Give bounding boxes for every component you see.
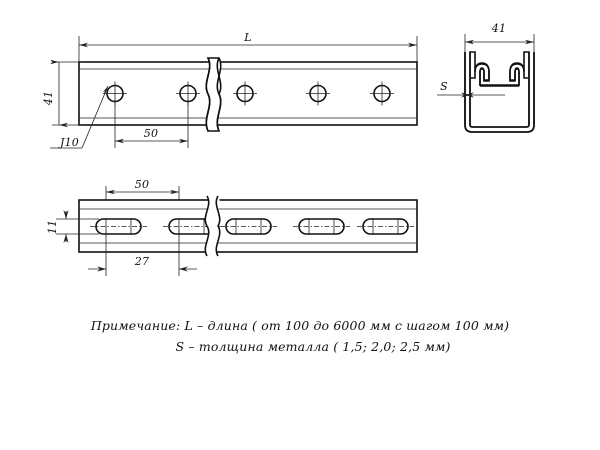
mounting-hole	[233, 81, 257, 106]
note-line-1: Примечание: L – длина ( от 100 до 6000 м…	[90, 318, 509, 333]
plan-view: 50	[46, 178, 418, 276]
hole-diameter-leader: Ј10	[50, 85, 109, 149]
cross-section-view: 41 S	[437, 22, 535, 133]
section-width-label: 41	[491, 22, 506, 35]
slotted-hole	[293, 218, 350, 235]
length-dimension: L	[79, 31, 417, 48]
mounting-hole	[306, 81, 330, 106]
hole-pitch-dimension: 50	[114, 100, 189, 148]
mounting-hole	[103, 81, 127, 106]
notes-block: Примечание: L – длина ( от 100 до 6000 м…	[90, 318, 509, 354]
slot-width-label: 11	[46, 220, 59, 234]
mounting-hole	[370, 81, 394, 106]
front-elevation-view: L	[42, 31, 418, 149]
hole-pitch-label: 50	[144, 127, 158, 140]
length-extension-lines	[78, 36, 418, 66]
height-dimension: 41	[42, 59, 84, 128]
hole-diameter-label: Ј10	[58, 136, 79, 149]
slotted-hole	[163, 218, 220, 235]
height-dimension-label: 41	[42, 91, 55, 106]
note-line-2: S – толщина металла ( 1,5; 2,0; 2,5 мм)	[175, 339, 450, 354]
break-line	[204, 195, 221, 257]
slotted-hole	[90, 218, 147, 235]
break-line	[205, 57, 222, 132]
slotted-hole	[357, 218, 414, 235]
slotted-hole	[220, 218, 277, 235]
slot-row	[90, 218, 414, 235]
slot-offset-label: 27	[134, 255, 149, 268]
hole-row	[103, 81, 394, 106]
mounting-hole	[176, 81, 200, 106]
slot-width-dimension: 11	[46, 210, 99, 243]
slot-offset-dimension: 27	[88, 230, 197, 276]
thickness-label: S	[440, 80, 448, 93]
slot-pitch-label: 50	[135, 178, 149, 191]
thickness-dimension: S	[437, 80, 505, 98]
channel-profile	[464, 51, 535, 133]
length-dimension-label: L	[243, 31, 252, 44]
